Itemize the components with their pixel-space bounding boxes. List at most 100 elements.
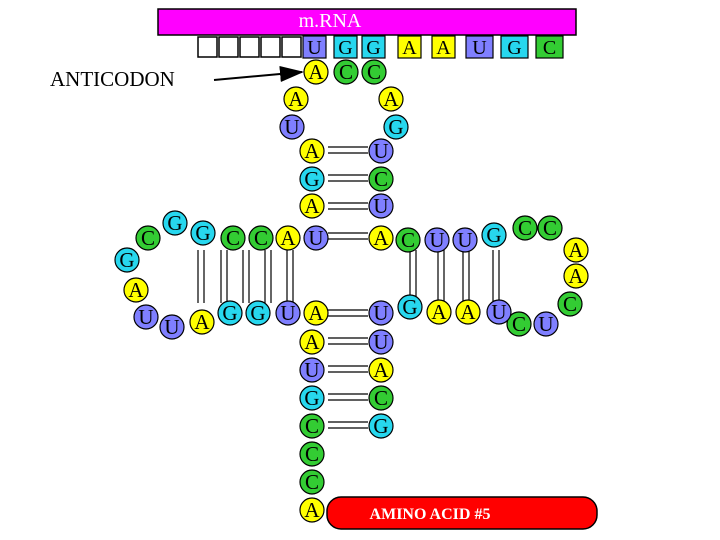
- svg-text:C: C: [401, 228, 415, 252]
- nucleotide-g: G: [368, 413, 394, 439]
- nucleotide-a: A: [283, 86, 309, 112]
- nucleotide-c: C: [368, 385, 394, 411]
- svg-text:G: G: [507, 37, 521, 59]
- nucleotide-u: U: [303, 225, 329, 251]
- svg-text:C: C: [512, 312, 526, 336]
- nucleotide-a: A: [378, 86, 404, 112]
- nucleotide-a: A: [426, 299, 452, 325]
- svg-text:U: U: [472, 37, 487, 59]
- svg-text:C: C: [374, 167, 388, 191]
- nucleotide-u: U: [159, 314, 185, 340]
- svg-text:C: C: [305, 470, 319, 494]
- nucleotide-c: C: [333, 59, 359, 85]
- nucleotide-u: U: [486, 299, 512, 325]
- svg-text:G: G: [304, 386, 319, 410]
- nucleotide-c: C: [557, 291, 583, 317]
- nucleotide-c: C: [248, 225, 274, 251]
- nucleotide-c: C: [537, 215, 563, 241]
- mrna-codon: U: [302, 35, 327, 59]
- svg-text:A: A: [194, 310, 210, 334]
- nucleotide-a: A: [299, 497, 325, 523]
- nucleotide-g: G: [190, 220, 216, 246]
- amino-acid-box: [326, 496, 598, 530]
- mrna-bar: [157, 8, 577, 36]
- nucleotide-a: A: [563, 237, 589, 263]
- nucleotide-a: A: [123, 277, 149, 303]
- svg-text:C: C: [543, 216, 557, 240]
- svg-text:G: G: [222, 301, 237, 325]
- svg-text:G: G: [167, 211, 182, 235]
- mrna-codon: A: [397, 35, 422, 59]
- mrna-empty-slot: [197, 36, 218, 58]
- base-pair-bonds: [197, 146, 500, 429]
- nucleotide-c: C: [395, 227, 421, 253]
- svg-text:A: A: [373, 358, 389, 382]
- svg-text:U: U: [284, 115, 299, 139]
- nucleotide-c: C: [299, 441, 325, 467]
- mrna-empty-slot: [218, 36, 239, 58]
- nucleotide-g: G: [383, 114, 409, 140]
- svg-text:U: U: [164, 315, 179, 339]
- svg-text:C: C: [374, 386, 388, 410]
- svg-text:U: U: [429, 228, 444, 252]
- svg-text:U: U: [457, 228, 472, 252]
- nucleotide-a: A: [563, 263, 589, 289]
- svg-text:A: A: [304, 498, 320, 522]
- svg-text:U: U: [138, 305, 153, 329]
- svg-text:A: A: [280, 226, 296, 250]
- nucleotide-u: U: [368, 138, 394, 164]
- mrna-codon: G: [500, 35, 529, 59]
- svg-text:G: G: [388, 115, 403, 139]
- nucleotide-u: U: [368, 329, 394, 355]
- svg-text:A: A: [383, 87, 399, 111]
- svg-text:A: A: [288, 87, 304, 111]
- svg-text:A: A: [460, 300, 476, 324]
- nucleotide-c: C: [512, 215, 538, 241]
- svg-text:A: A: [436, 37, 451, 59]
- svg-text:U: U: [304, 358, 319, 382]
- mrna-codon: U: [465, 35, 494, 59]
- svg-text:C: C: [254, 226, 268, 250]
- nucleotide-g: G: [299, 385, 325, 411]
- mrna-codon: A: [431, 35, 456, 59]
- nucleotide-a: A: [303, 300, 329, 326]
- svg-text:A: A: [304, 330, 320, 354]
- mrna-codon: G: [333, 35, 358, 59]
- svg-text:C: C: [305, 442, 319, 466]
- nucleotide-c: C: [368, 166, 394, 192]
- svg-text:U: U: [538, 312, 553, 336]
- svg-text:A: A: [568, 264, 584, 288]
- svg-text:C: C: [305, 414, 319, 438]
- mrna-codon: C: [535, 35, 564, 59]
- nucleotide-a: A: [455, 299, 481, 325]
- svg-text:U: U: [307, 37, 322, 59]
- nucleotide-c: C: [299, 469, 325, 495]
- nucleotide-g: G: [299, 166, 325, 192]
- mrna-empty-slots: [197, 36, 302, 58]
- svg-text:A: A: [128, 278, 144, 302]
- amino-acid: AMINO ACID #5: [326, 496, 598, 530]
- nucleotide-u: U: [275, 300, 301, 326]
- svg-text:C: C: [141, 226, 155, 250]
- nucleotide-a: A: [299, 138, 325, 164]
- mrna-empty-slot: [239, 36, 260, 58]
- svg-text:A: A: [308, 301, 324, 325]
- nucleotide-g: G: [217, 300, 243, 326]
- nucleotide-g: G: [481, 222, 507, 248]
- nucleotide-u: U: [133, 304, 159, 330]
- nucleotide-c: C: [135, 225, 161, 251]
- nucleotide-c: C: [220, 225, 246, 251]
- svg-text:G: G: [373, 414, 388, 438]
- nucleotide-u: U: [452, 227, 478, 253]
- svg-text:G: G: [366, 37, 380, 59]
- nucleotide-c: C: [299, 413, 325, 439]
- mrna-empty-slot: [260, 36, 281, 58]
- nucleotide-g: G: [114, 247, 140, 273]
- nucleotide-c: C: [361, 59, 387, 85]
- svg-text:G: G: [195, 221, 210, 245]
- anticodon-arrow: [213, 66, 304, 82]
- svg-text:A: A: [308, 60, 324, 84]
